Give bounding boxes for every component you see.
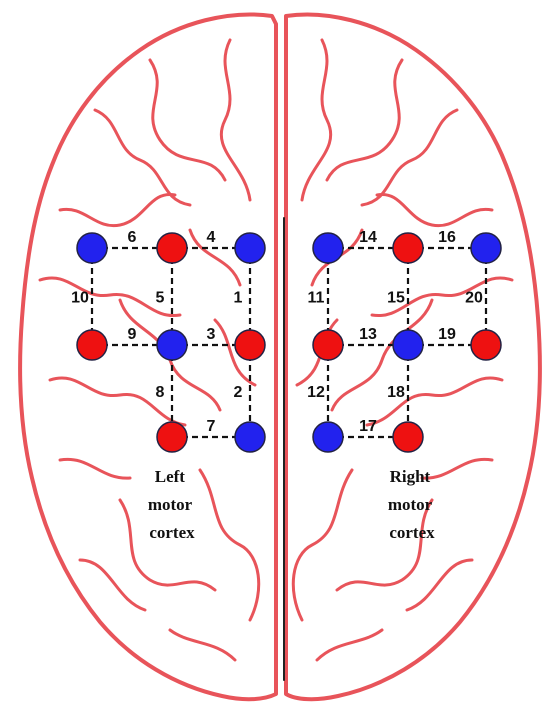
left-region-label: Left motor cortex: [148, 467, 196, 542]
channel-label-3: 3: [207, 326, 216, 343]
source-optode-l-s2: [77, 330, 107, 360]
region-labels: Left motor cortex Right motor cortex: [148, 467, 436, 542]
channel-label-9: 9: [128, 326, 137, 343]
detector-optode-l-d2: [235, 233, 265, 263]
channel-label-1: 1: [234, 290, 243, 307]
channel-label-12: 12: [307, 384, 325, 401]
detector-optode-r-d2: [471, 233, 501, 263]
detector-optode-r-d3: [393, 330, 423, 360]
source-optode-l-s4: [157, 422, 187, 452]
channel-label-10: 10: [71, 290, 89, 307]
detector-optode-r-d1: [313, 233, 343, 263]
channel-label-4: 4: [207, 229, 216, 246]
detector-optode-l-d1: [77, 233, 107, 263]
channel-lines: [92, 248, 486, 437]
channel-label-7: 7: [207, 418, 216, 435]
channel-label-11: 11: [308, 290, 325, 307]
channel-label-14: 14: [359, 229, 377, 246]
source-optode-r-s2: [313, 330, 343, 360]
detector-optode-l-d3: [157, 330, 187, 360]
channel-label-19: 19: [438, 326, 456, 343]
source-optode-l-s1: [157, 233, 187, 263]
channel-label-15: 15: [387, 290, 405, 307]
source-optode-r-s3: [471, 330, 501, 360]
channel-label-16: 16: [438, 229, 456, 246]
right-region-label: Right motor cortex: [388, 467, 436, 542]
channel-label-8: 8: [156, 384, 165, 401]
channel-label-20: 20: [465, 290, 483, 307]
channel-label-17: 17: [359, 418, 377, 435]
source-optode-r-s1: [393, 233, 423, 263]
channel-label-18: 18: [387, 384, 405, 401]
channel-label-2: 2: [234, 384, 243, 401]
detector-optode-l-d4: [235, 422, 265, 452]
source-optode-r-s4: [393, 422, 423, 452]
detector-optode-r-d4: [313, 422, 343, 452]
channel-label-6: 6: [128, 229, 137, 246]
left-sulci: [40, 40, 259, 660]
source-optode-l-s3: [235, 330, 265, 360]
channel-label-5: 5: [156, 290, 165, 307]
left-hemisphere-outline: [20, 14, 276, 699]
channel-label-13: 13: [359, 326, 377, 343]
